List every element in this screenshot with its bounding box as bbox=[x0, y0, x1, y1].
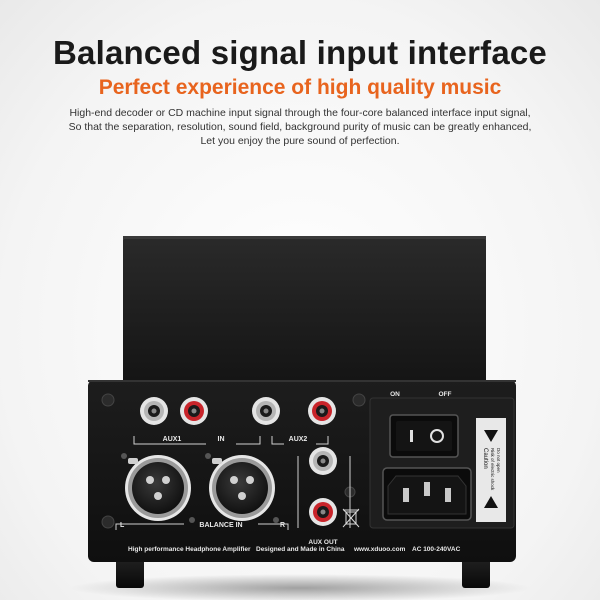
rca-guide-line bbox=[271, 436, 329, 445]
floor-shadow bbox=[70, 574, 530, 600]
power-switch[interactable] bbox=[389, 414, 459, 458]
caution-line: Do not open bbox=[496, 448, 501, 473]
footer-model: High performance Headphone Amplifier bbox=[128, 546, 251, 553]
label-balance-right: R bbox=[280, 522, 285, 529]
balance-guide-line bbox=[115, 523, 289, 530]
rca-aux1-right[interactable] bbox=[180, 397, 208, 425]
footer-website: www.xduoo.com bbox=[353, 546, 406, 553]
caution-line: Risk of electric shock bbox=[490, 448, 495, 491]
xlr-right-connector[interactable] bbox=[205, 453, 279, 523]
label-aux-out: AUX OUT bbox=[308, 539, 337, 546]
rca-aux2-left[interactable] bbox=[252, 397, 280, 425]
description-line: High-end decoder or CD machine input sig… bbox=[69, 107, 531, 119]
label-balance-in: BALANCE IN bbox=[199, 522, 242, 529]
right-foot bbox=[462, 558, 490, 588]
switch-off-mark bbox=[430, 429, 444, 443]
label-aux1: AUX1 bbox=[163, 436, 182, 443]
headline: Balanced signal input interface bbox=[53, 34, 547, 71]
warning-triangle-icon bbox=[484, 430, 498, 442]
screw-icon bbox=[352, 393, 366, 407]
transformer-cover bbox=[123, 236, 486, 386]
switch-on-mark bbox=[410, 430, 413, 442]
label-in: IN bbox=[218, 436, 225, 443]
caution-label: Caution Risk of electric shock Do not op… bbox=[476, 418, 506, 522]
screw-icon bbox=[101, 515, 115, 529]
weee-bin-icon bbox=[342, 508, 360, 528]
label-aux2: AUX2 bbox=[289, 436, 308, 443]
subheadline: Perfect experience of high quality music bbox=[98, 76, 502, 99]
footer-made-in: Designed and Made in China bbox=[256, 546, 345, 553]
rca-aux1-left[interactable] bbox=[140, 397, 168, 425]
screw-icon bbox=[101, 393, 115, 407]
label-switch-off: OFF bbox=[439, 391, 452, 398]
rca-auxout-right[interactable] bbox=[309, 498, 337, 526]
xlr-left-connector[interactable] bbox=[121, 453, 195, 523]
left-foot bbox=[116, 558, 144, 588]
label-balance-left: L bbox=[120, 522, 125, 529]
ac-power-inlet[interactable] bbox=[382, 467, 472, 521]
rca-auxout-left[interactable] bbox=[309, 447, 337, 475]
warning-triangle-icon bbox=[484, 496, 498, 508]
footer-power: AC 100-240VAC bbox=[412, 546, 461, 553]
label-switch-on: ON bbox=[390, 391, 400, 398]
cover-highlight bbox=[123, 236, 486, 239]
auxout-guide-line bbox=[297, 456, 351, 528]
caution-line: Caution bbox=[482, 448, 488, 469]
description-line: So that the separation, resolution, soun… bbox=[68, 121, 532, 133]
rca-guide-line bbox=[133, 436, 261, 445]
description-line: Let you enjoy the pure sound of perfecti… bbox=[200, 135, 400, 147]
panel-edge bbox=[88, 380, 516, 382]
description: High-end decoder or CD machine input sig… bbox=[40, 106, 560, 148]
rca-aux2-right[interactable] bbox=[308, 397, 336, 425]
